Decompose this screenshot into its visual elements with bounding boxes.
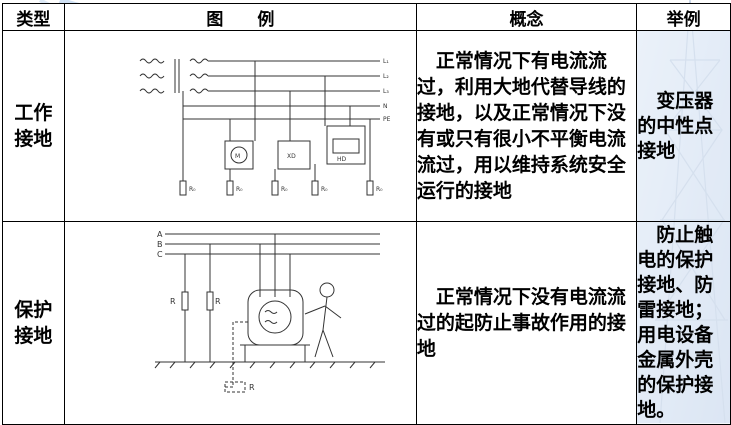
box-label: HD <box>337 156 347 163</box>
resistor-label: R <box>170 297 176 306</box>
example-working-ground: 变压器的中性点接地 <box>636 30 731 222</box>
table-row-protective-ground: 保护 接地 <box>2 221 731 425</box>
box-label: M <box>235 153 240 160</box>
line-label: L₃ <box>383 88 389 95</box>
concept-working-ground: 正常情况下有电流流过，利用大地代替导线的接地，以及正常情况下没有或只有很小不平衡… <box>415 30 638 222</box>
line-label: N <box>383 103 388 110</box>
line-label: C <box>157 250 163 259</box>
line-label: L₁ <box>383 58 389 65</box>
type-protective-ground: 保护 接地 <box>2 221 65 425</box>
person-icon <box>304 282 342 358</box>
box-label: XD <box>287 153 296 160</box>
protective-ground-diagram: A B C R R R <box>154 230 385 393</box>
line-label: B <box>157 240 163 249</box>
concept-protective-ground-text: 正常情况下没有电流流过的起防止事故作用的接地 <box>416 286 626 360</box>
header-figure: 图例 <box>63 3 417 31</box>
resistor-label: R <box>215 297 221 306</box>
table-row-working-ground: 工作 接地 <box>2 30 731 222</box>
example-protective-ground-text: 防止触电的保护接地、防雷接地；用电设备金属外壳的保护接地。 <box>637 224 714 421</box>
header-type: 类型 <box>2 3 65 31</box>
transformer-coil-icon <box>139 58 165 64</box>
example-working-ground-text: 变压器的中性点接地 <box>637 89 714 162</box>
line-label: PE <box>383 116 391 123</box>
resistor-label: R₀ <box>236 186 243 193</box>
type-protective-ground-label: 保护 接地 <box>14 299 53 347</box>
concept-protective-ground: 正常情况下没有电流流过的起防止事故作用的接地 <box>415 221 638 425</box>
type-working-ground-label: 工作 接地 <box>14 102 53 150</box>
header-row: 类型 图例 概念 举例 <box>2 3 731 31</box>
resistor-label: R₀ <box>281 186 288 193</box>
resistor-label: R₀ <box>189 186 196 193</box>
example-protective-ground: 防止触电的保护接地、防雷接地；用电设备金属外壳的保护接地。 <box>636 221 731 425</box>
line-label: L₂ <box>383 73 389 80</box>
grounding-table: 类型 图例 概念 举例 工作 接地 <box>2 3 731 425</box>
header-example: 举例 <box>636 3 731 31</box>
figure-working-ground: L₁ L₂ L₃ N PE M XD HD R₀ R₀ R₀ R₀ R₀ <box>63 30 417 222</box>
working-ground-diagram: L₁ L₂ L₃ N PE M XD HD R₀ R₀ R₀ R₀ R₀ <box>139 58 391 196</box>
resistor-label: R <box>249 383 255 392</box>
header-concept: 概念 <box>415 3 638 31</box>
header-figure-label: 图例 <box>206 9 309 30</box>
type-working-ground: 工作 接地 <box>2 30 65 222</box>
resistor-label: R₀ <box>376 186 383 193</box>
resistor-label: R₀ <box>321 186 328 193</box>
figure-protective-ground: A B C R R R <box>63 221 417 425</box>
line-label: A <box>157 230 163 239</box>
concept-working-ground-text: 正常情况下有电流流过，利用大地代替导线的接地，以及正常情况下没有或只有很小不平衡… <box>416 50 626 202</box>
